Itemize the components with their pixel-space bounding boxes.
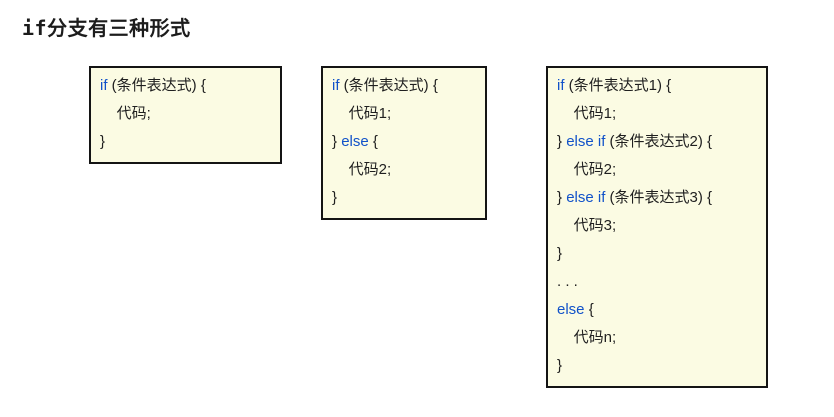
code-token: } [332,189,338,206]
code-line: 代码n; [557,324,757,352]
code-line: } [557,240,757,268]
code-line: 代码2; [332,156,476,184]
code-token: . . . [557,273,578,290]
keyword-token: if [100,77,108,94]
code-line: 代码1; [557,100,757,128]
keyword-token: else if [566,189,606,206]
code-line: else { [557,296,757,324]
code-token: } [557,133,567,150]
code-token: (条件表达式2) { [605,133,713,150]
page-title-text-part: 分支有三种形式 [47,18,191,40]
code-line: if (条件表达式) { [100,72,271,100]
code-line: 代码1; [332,100,476,128]
code-line: } else if (条件表达式2) { [557,128,757,156]
code-token: } [100,133,106,150]
code-token: } [332,133,342,150]
code-token: 代码1; [557,105,617,122]
code-token: 代码n; [557,329,617,346]
code-token: 代码3; [557,217,617,234]
code-line: } else { [332,128,476,156]
page-title: if分支有三种形式 [22,12,191,41]
code-token: (条件表达式1) { [564,77,672,94]
keyword-token: else if [566,133,606,150]
code-token: } [557,189,567,206]
code-token: } [557,357,563,374]
code-box-if: if (条件表达式) { 代码;} [89,66,282,164]
code-token: { [584,301,594,318]
code-box-if-elseif-else: if (条件表达式1) { 代码1;} else if (条件表达式2) { 代… [546,66,768,388]
code-token: (条件表达式) { [339,77,438,94]
keyword-token: if [332,77,340,94]
code-token: { [368,133,378,150]
code-token: (条件表达式) { [107,77,206,94]
code-token: 代码2; [557,161,617,178]
code-line: } [100,128,271,156]
code-token: (条件表达式3) { [605,189,713,206]
keyword-token: else [341,133,369,150]
code-token: 代码; [100,105,151,122]
code-line: 代码; [100,100,271,128]
code-token: 代码2; [332,161,392,178]
page-title-code-part: if [22,16,48,40]
code-line: 代码2; [557,156,757,184]
keyword-token: if [557,77,565,94]
code-line: if (条件表达式) { [332,72,476,100]
keyword-token: else [557,301,585,318]
code-line: } [332,184,476,212]
code-line: } [557,352,757,380]
code-token: } [557,245,563,262]
code-line: if (条件表达式1) { [557,72,757,100]
code-line: } else if (条件表达式3) { [557,184,757,212]
code-box-if-else: if (条件表达式) { 代码1;} else { 代码2;} [321,66,487,220]
code-line: 代码3; [557,212,757,240]
code-token: 代码1; [332,105,392,122]
code-line: . . . [557,268,757,296]
